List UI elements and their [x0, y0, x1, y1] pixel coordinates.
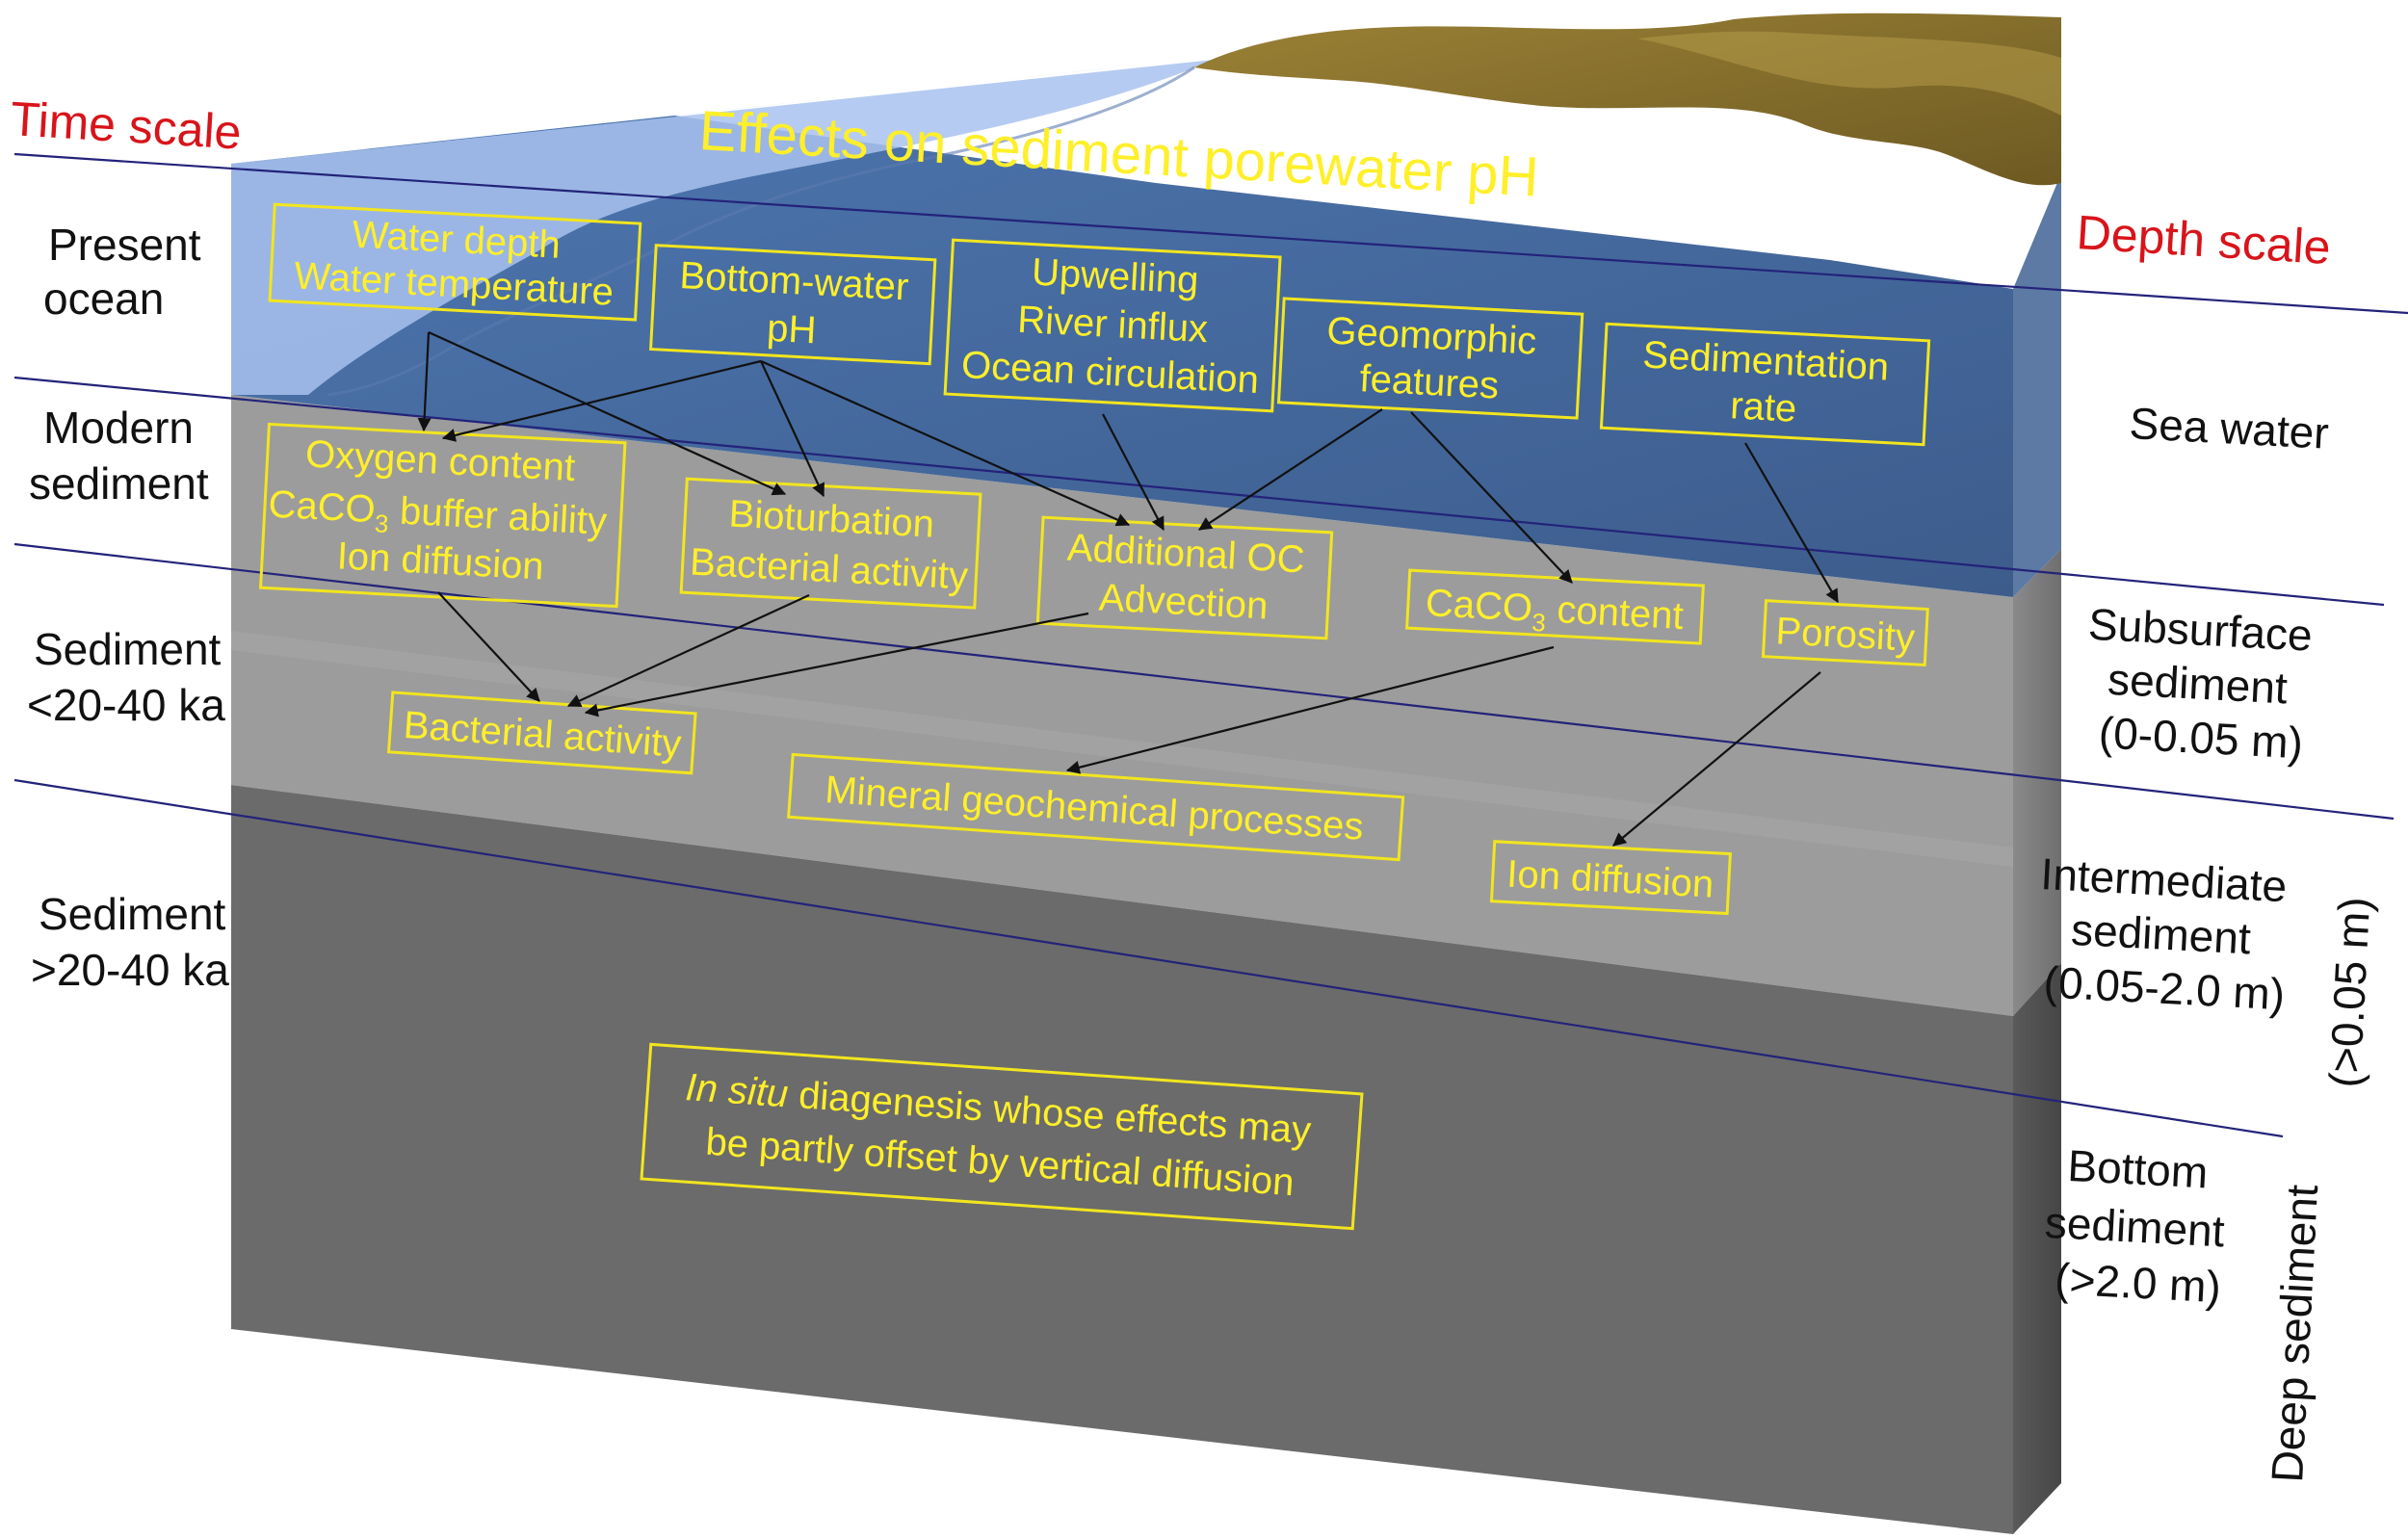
box-bottom-water-ph-line2: pH	[766, 307, 817, 352]
time-sediment-old-line2: >20-40 ka	[31, 945, 229, 995]
ocean-front-face	[231, 116, 2013, 597]
depth-deep-sediment-range: (>0.05 m)	[2319, 896, 2379, 1089]
arrow-geomorphic-to-caco3	[1410, 411, 1573, 584]
arrow-oc-to-bacterial	[584, 612, 1089, 717]
box-caco3-content: CaCO3 content	[1405, 568, 1705, 645]
time-scale-heading: Time scale	[9, 91, 243, 160]
arrow-ph-to-bioturbation	[760, 360, 824, 498]
time-sediment-young: Sediment <20-40 ka	[27, 624, 233, 730]
box-additional-oc-line2: Advection	[1098, 576, 1269, 627]
box-upwelling-line1: Upwelling	[1031, 251, 1199, 302]
depth-intermediate-line1: Intermediate	[2039, 848, 2288, 911]
depth-sea-water: Sea water	[2128, 398, 2330, 458]
arrow-oxygen-to-bacterial	[437, 591, 540, 702]
guide-line-4	[13, 778, 2284, 1138]
svg-text:CaCO3 content: CaCO3 content	[1425, 582, 1685, 644]
arrow-ph-to-oc	[760, 359, 1131, 527]
arrow-ph-to-oxygen	[441, 359, 762, 442]
depth-bottom-line3: (>2.0 m)	[2054, 1253, 2222, 1312]
time-present-ocean-line2: ocean	[43, 274, 164, 324]
depth-bottom: Bottom sediment (>2.0 m)	[2041, 1139, 2241, 1313]
box-in-situ-italic: In situ	[684, 1066, 790, 1115]
depth-subsurface-line1: Subsurface	[2087, 599, 2314, 661]
guide-line-2	[13, 376, 2385, 607]
time-sediment-old-line1: Sediment	[39, 889, 226, 939]
box-caco3-sub: 3	[1531, 608, 1547, 638]
arrow-sedrate-to-porosity	[1744, 442, 1839, 604]
land-ridge	[1637, 31, 2061, 116]
guide-line-top	[13, 152, 2408, 315]
box-caco3-pre: CaCO	[1425, 582, 1533, 630]
box-porosity-text: Porosity	[1774, 610, 1916, 660]
depth-intermediate-line2: sediment	[2070, 904, 2252, 964]
front-sediment-lower	[231, 785, 2013, 1534]
side-sediment-upper	[2013, 549, 2061, 1016]
time-present-ocean: Present ocean	[43, 220, 213, 324]
box-oxygen-line2-pre: CaCO	[268, 483, 377, 532]
time-modern-sediment-line1: Modern	[43, 403, 194, 453]
box-upwelling-line2: River influx	[1016, 299, 1209, 351]
depth-scale-heading: Depth scale	[2075, 205, 2332, 274]
side-sediment-lower	[2013, 963, 2061, 1534]
box-porosity: Porosity	[1761, 599, 1929, 666]
time-modern-sediment-line2: sediment	[29, 458, 209, 509]
arrow-upwelling-to-oc	[1102, 413, 1165, 532]
depth-intermediate-line3: (0.05-2.0 m)	[2043, 956, 2287, 1019]
ocean-transparent-top	[231, 58, 1204, 164]
front-sediment-upper	[231, 395, 2013, 1016]
depth-bottom-line1: Bottom	[2066, 1140, 2209, 1198]
arrow-water-to-bioturbation	[428, 330, 787, 496]
arrow-geomorphic-to-oc	[1198, 408, 1383, 531]
front-sediment-band	[231, 631, 2013, 867]
shoreline	[327, 65, 1195, 397]
depth-bottom-line2: sediment	[2044, 1197, 2226, 1257]
box-caco3-post: content	[1545, 588, 1684, 638]
box-geomorphic: Geomorphicfeatures	[1276, 297, 1584, 420]
box-oxygen-line2-sub: 3	[374, 509, 389, 538]
arrow-bioturbation-to-bacterial	[566, 594, 810, 707]
sky-light-water	[231, 60, 1214, 395]
depth-deep-sediment: Deep sediment	[2262, 1184, 2327, 1484]
time-modern-sediment: Modern sediment	[29, 403, 209, 509]
svg-text:Geomorphicfeatures: Geomorphicfeatures	[1323, 309, 1537, 408]
time-sediment-young-line1: Sediment	[34, 624, 222, 674]
arrow-porosity-to-ion	[1612, 671, 1821, 847]
guide-line-3	[13, 542, 2395, 821]
time-present-ocean-line1: Present	[48, 220, 201, 270]
arrow-caco3-to-mineral	[1065, 645, 1555, 774]
arrow-water-to-oxygen	[417, 331, 432, 432]
time-sediment-old: Sediment >20-40 ka	[31, 889, 238, 995]
depth-subsurface-line2: sediment	[2107, 654, 2289, 714]
box-sedimentation-rate-line2: rate	[1729, 384, 1797, 430]
box-geomorphic-line2: features	[1359, 357, 1501, 407]
ocean-side-face	[2013, 173, 2061, 597]
time-sediment-young-line2: <20-40 ka	[27, 680, 225, 730]
depth-subsurface-line3: (0-0.05 m)	[2098, 707, 2305, 768]
depth-intermediate: Intermediate sediment (0.05-2.0 m)	[2034, 848, 2301, 1020]
depth-subsurface: Subsurface sediment (0-0.05 m)	[2081, 599, 2326, 770]
